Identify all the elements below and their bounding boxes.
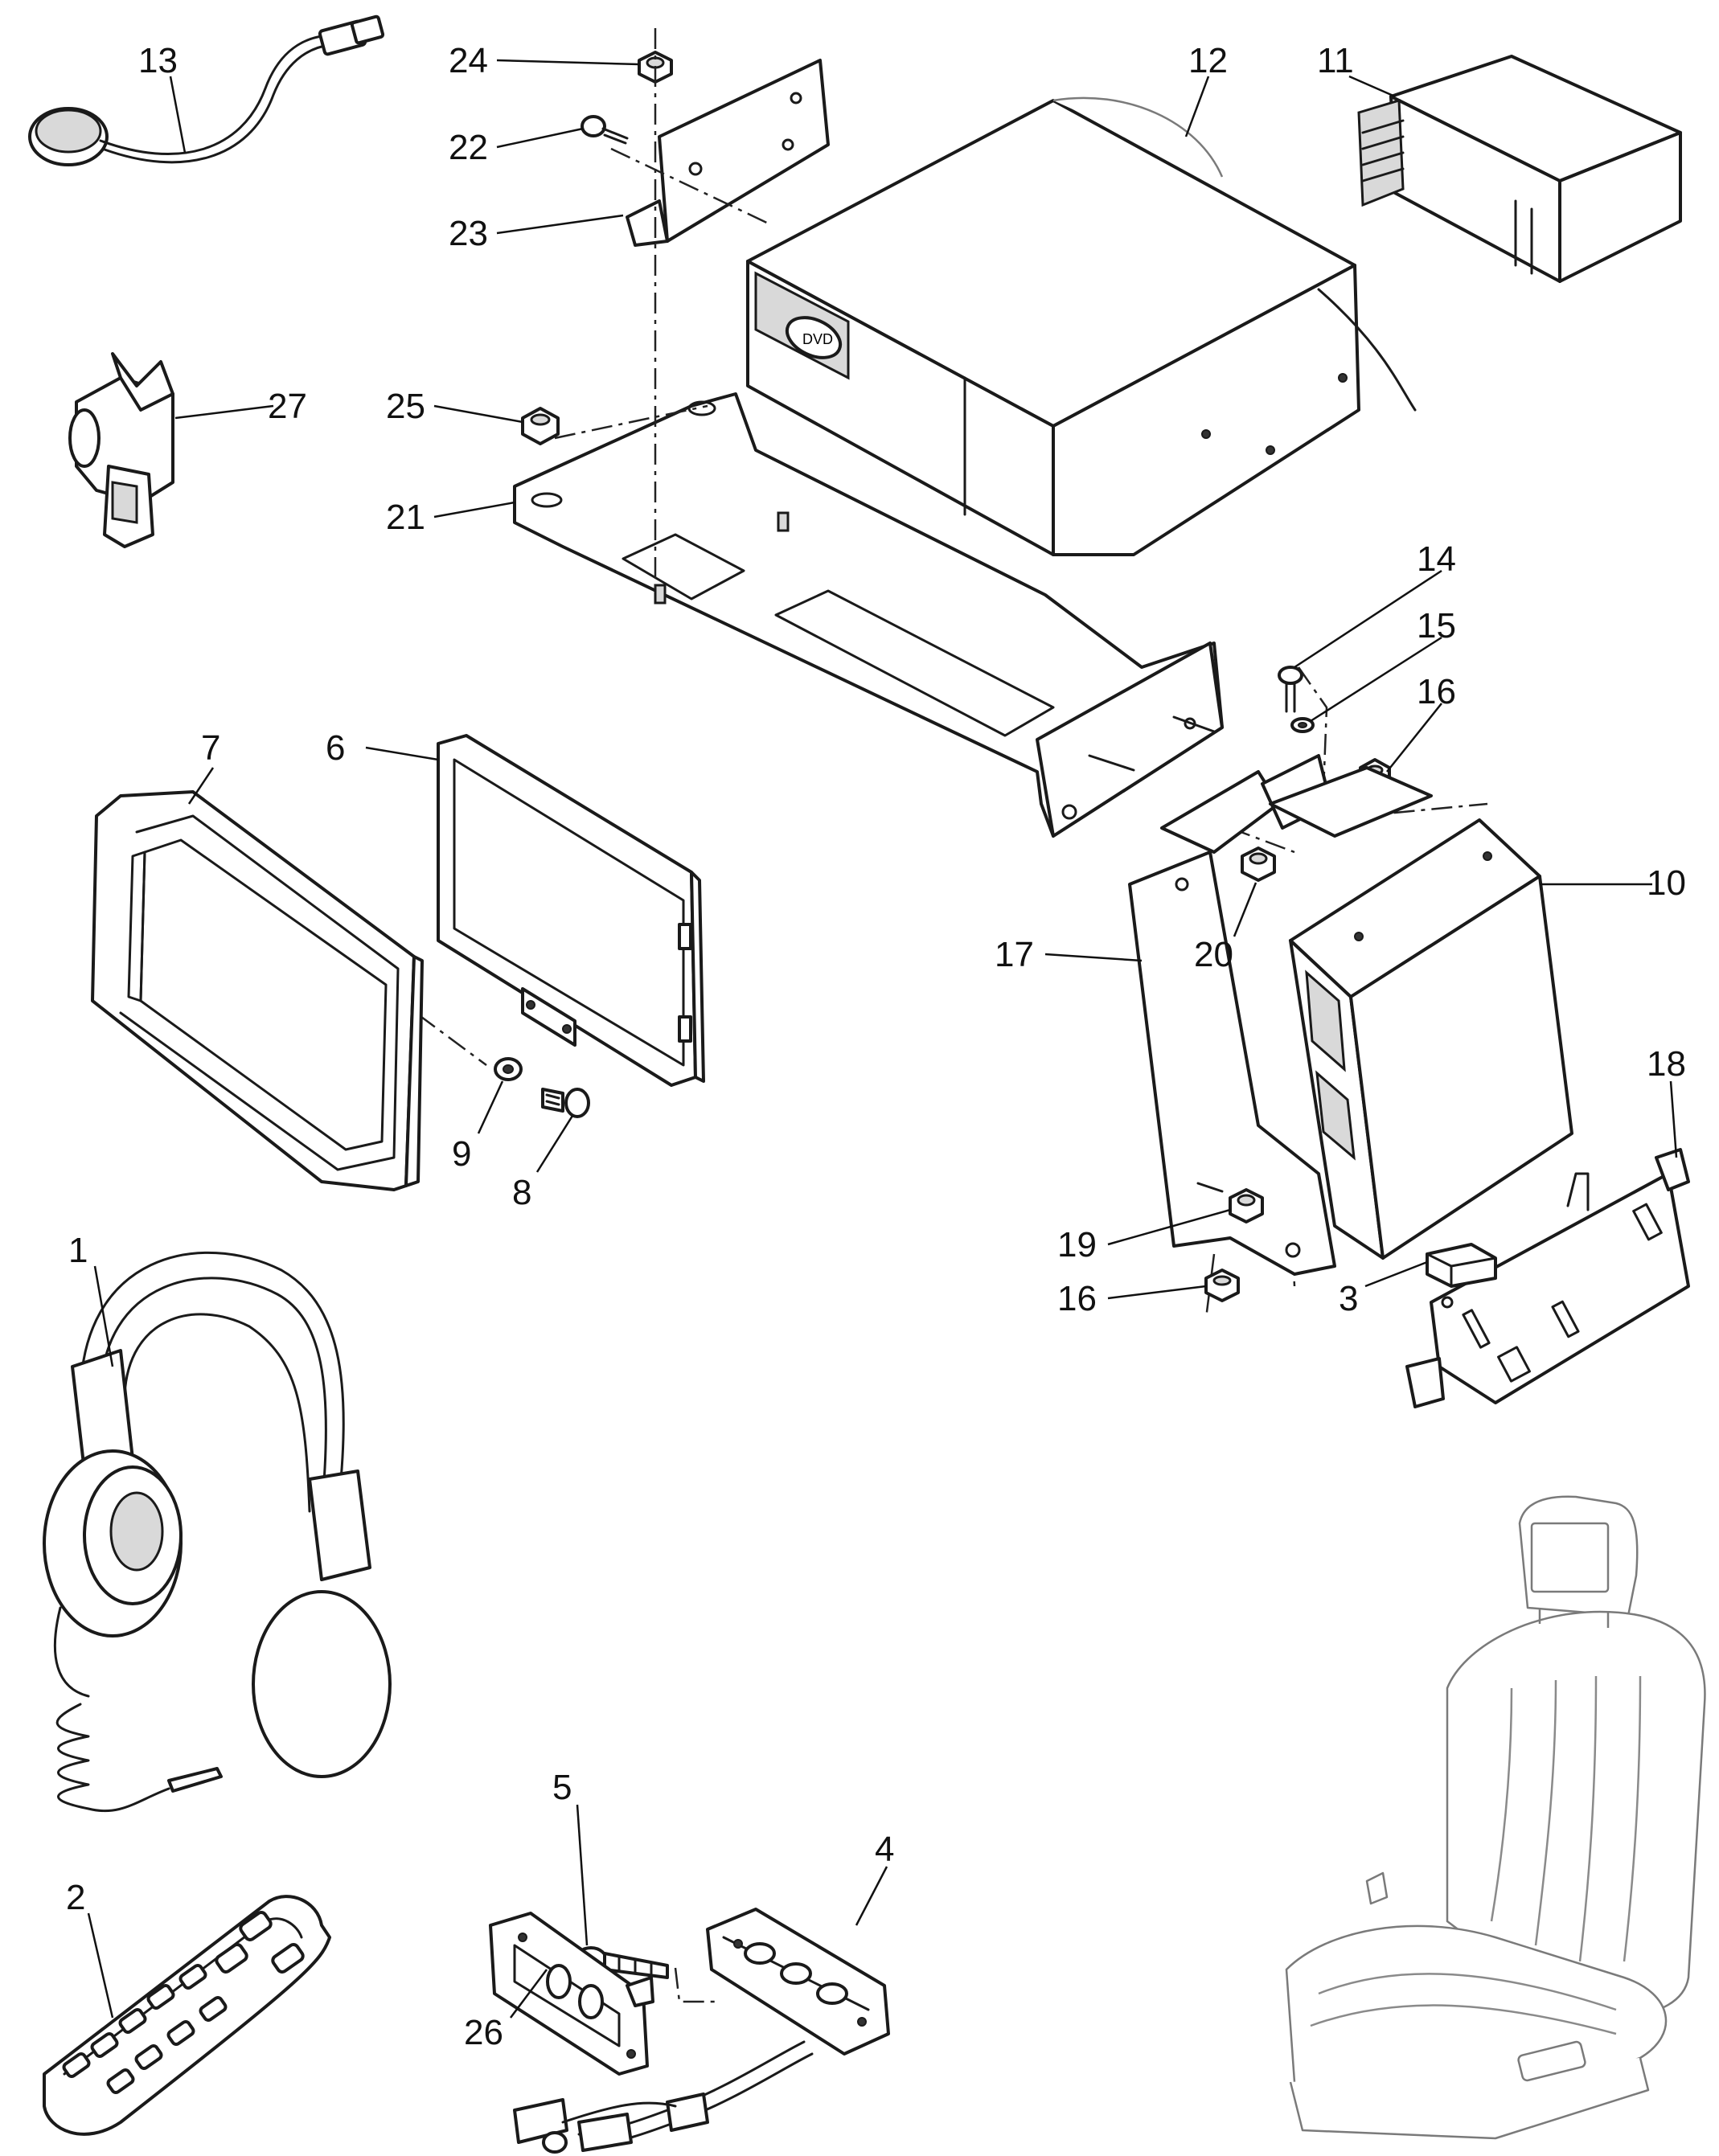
callout-23: 23 bbox=[449, 214, 488, 253]
part-27-clip bbox=[68, 352, 174, 548]
callout-1: 1 bbox=[68, 1231, 88, 1270]
part-8-screw bbox=[541, 1088, 590, 1118]
part-1-headphones bbox=[43, 1251, 392, 1813]
callout-16: 16 bbox=[1417, 672, 1456, 711]
callout-2: 2 bbox=[66, 1878, 85, 1917]
part-16-nut-lower bbox=[1204, 1269, 1240, 1302]
callout-11: 11 bbox=[1317, 41, 1354, 80]
callout-16-lower: 16 bbox=[1057, 1279, 1097, 1318]
callout-12: 12 bbox=[1188, 41, 1228, 80]
callout-26: 26 bbox=[464, 2013, 503, 2052]
callout-labels: 1 2 3 4 5 6 7 8 9 10 11 12 13 14 15 16 1… bbox=[66, 41, 1686, 2052]
callout-20: 20 bbox=[1194, 935, 1233, 974]
callout-5: 5 bbox=[552, 1768, 572, 1807]
part-10-control-module bbox=[1289, 818, 1573, 1260]
part-11-magazine bbox=[1357, 55, 1682, 283]
callout-21: 21 bbox=[386, 498, 425, 537]
callout-10: 10 bbox=[1647, 863, 1686, 903]
svg-text:DVD: DVD bbox=[802, 331, 833, 347]
callout-22: 22 bbox=[449, 128, 488, 167]
part-15-washer bbox=[1290, 717, 1315, 733]
callout-27: 27 bbox=[268, 387, 307, 426]
part-12-dvd-changer: DVD bbox=[746, 96, 1417, 556]
part-22-screw bbox=[581, 115, 629, 145]
callout-6: 6 bbox=[326, 728, 345, 768]
part-26-socket-plate bbox=[489, 1912, 654, 2076]
callout-25: 25 bbox=[386, 387, 425, 426]
callout-15: 15 bbox=[1417, 606, 1456, 646]
part-14-bolt bbox=[1278, 666, 1303, 713]
leader-lines bbox=[87, 59, 1678, 2019]
part-7-display-bezel bbox=[91, 790, 424, 1191]
callout-13: 13 bbox=[138, 41, 178, 80]
part-9-washer bbox=[494, 1057, 523, 1081]
part-17-side-bracket bbox=[1128, 754, 1433, 1276]
callout-8: 8 bbox=[512, 1173, 531, 1212]
callout-4: 4 bbox=[875, 1830, 894, 1869]
part-20-nut bbox=[1241, 846, 1276, 882]
part-23-upper-bracket bbox=[626, 59, 830, 247]
part-25-nut bbox=[521, 407, 560, 445]
callout-18: 18 bbox=[1647, 1044, 1686, 1084]
part-18-lower-bracket bbox=[1405, 1148, 1690, 1408]
callout-9: 9 bbox=[452, 1134, 471, 1174]
callout-3: 3 bbox=[1339, 1279, 1358, 1318]
callout-7: 7 bbox=[201, 728, 220, 768]
part-2-remote-control bbox=[43, 1895, 331, 2136]
callout-14: 14 bbox=[1417, 539, 1456, 579]
part-6-display-panel bbox=[437, 734, 705, 1087]
callout-24: 24 bbox=[449, 41, 488, 80]
part-21-mounting-tray bbox=[513, 392, 1224, 838]
seat-with-headrest-monitor bbox=[1285, 1495, 1706, 2140]
part-4-socket-assembly bbox=[513, 1908, 890, 2154]
callout-17: 17 bbox=[995, 935, 1034, 974]
part-19-nut bbox=[1229, 1188, 1264, 1224]
part-13-microphone bbox=[28, 14, 385, 166]
part-3-pad bbox=[1426, 1243, 1497, 1288]
callout-19: 19 bbox=[1057, 1225, 1097, 1264]
